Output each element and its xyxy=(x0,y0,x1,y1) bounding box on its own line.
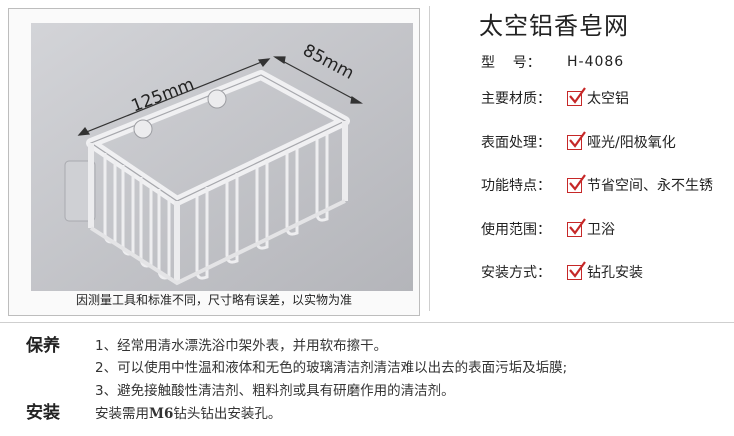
spec-label: 使用范围： xyxy=(481,222,551,238)
check-icon xyxy=(567,260,586,280)
spec-label: 安装方式： xyxy=(481,265,551,281)
spec-value: 钻孔安装 xyxy=(587,265,643,281)
install-title: 安装 xyxy=(26,403,60,423)
spec-row-surface: 表面处理： 哑光/阳极氧化 xyxy=(481,130,676,154)
check-icon xyxy=(567,86,586,106)
care-title: 保养 xyxy=(26,336,60,356)
install-prefix: 安装需用 xyxy=(95,406,149,422)
spec-label: 主要材质： xyxy=(481,91,551,107)
vertical-divider xyxy=(429,6,430,311)
product-photo-frame: 125mm 85mm 因测量工具和标准不同，尺寸略有误差，以实物为准 xyxy=(8,8,420,316)
spec-value: 卫浴 xyxy=(587,222,615,238)
check-icon xyxy=(567,217,586,237)
install-suffix: 钻头钻出安装孔。 xyxy=(173,406,282,422)
care-line-3: 3、避免接触酸性清洁剂、粗料剂或具有研磨作用的清洁剂。 xyxy=(95,383,455,399)
care-line-1: 1、经常用清水漂洗浴巾架外表，并用软布擦干。 xyxy=(95,338,388,354)
soap-basket-illustration: 125mm 85mm xyxy=(31,23,413,291)
photo-caption: 因测量工具和标准不同，尺寸略有误差，以实物为准 xyxy=(75,293,352,307)
check-icon xyxy=(567,173,586,193)
wall-background xyxy=(31,23,413,291)
spec-value: H-4086 xyxy=(567,54,625,70)
check-icon xyxy=(567,130,586,150)
install-line: 安装需用M6钻头钻出安装孔。 xyxy=(95,402,281,422)
spec-row-install: 安装方式： 钻孔安装 xyxy=(481,260,643,284)
spec-value: 节省空间、永不生锈 xyxy=(587,178,713,194)
spec-label: 型 号： xyxy=(481,55,541,71)
spec-value: 哑光/阳极氧化 xyxy=(587,135,676,151)
install-bit-size: M6 xyxy=(149,406,174,422)
wall-plate xyxy=(64,160,96,222)
spec-label: 功能特点： xyxy=(481,178,551,194)
spec-label: 表面处理： xyxy=(481,135,551,151)
product-photo: 125mm 85mm xyxy=(31,23,413,291)
spec-row-material: 主要材质： 太空铝 xyxy=(481,86,629,110)
product-title: 太空铝香皂网 xyxy=(479,12,629,40)
knob-right xyxy=(207,89,227,109)
horizontal-divider xyxy=(0,322,734,323)
dimension-lines xyxy=(77,56,363,136)
spec-row-usage: 使用范围： 卫浴 xyxy=(481,217,615,241)
spec-row-model: 型 号： H-4086 xyxy=(481,50,624,74)
care-line-2: 2、可以使用中性温和液体和无色的玻璃清洁剂清洁难以出去的表面污垢及垢膜; xyxy=(95,360,568,376)
spec-value: 太空铝 xyxy=(587,91,629,107)
knob-left xyxy=(133,119,153,139)
spec-row-features: 功能特点： 节省空间、永不生锈 xyxy=(481,173,713,197)
